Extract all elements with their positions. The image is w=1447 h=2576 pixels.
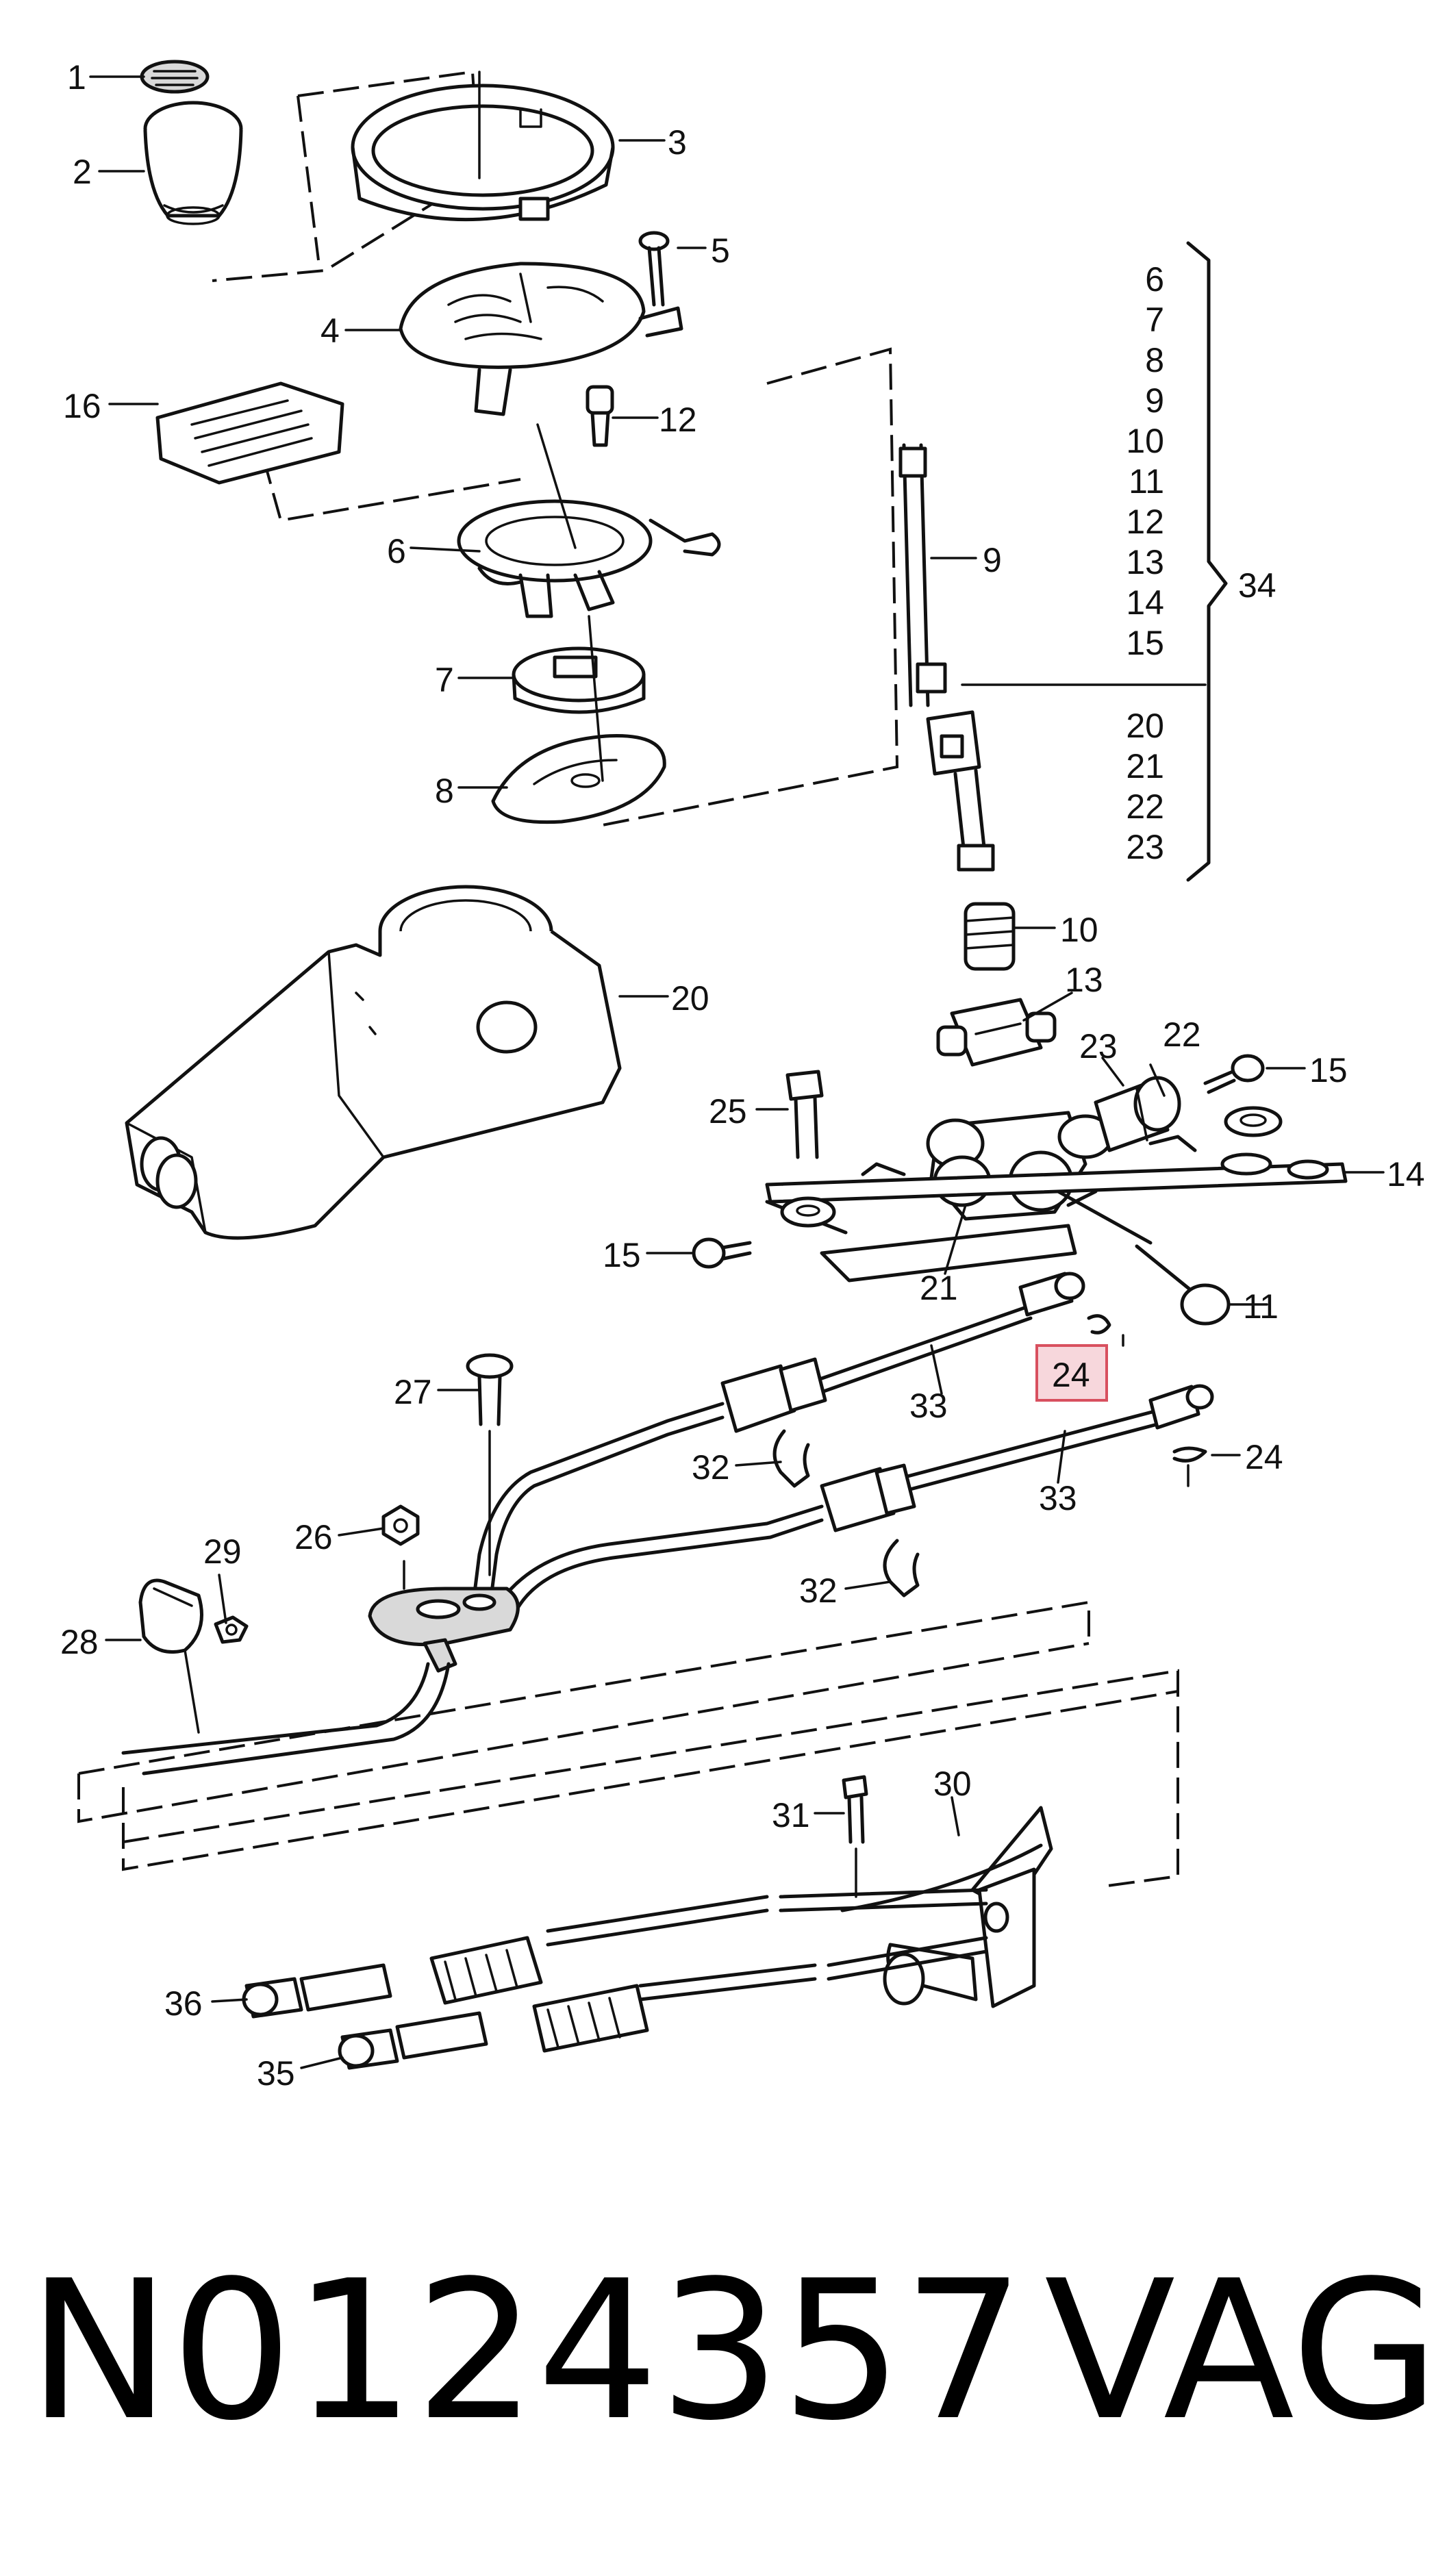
guide-block-part bbox=[512, 646, 646, 714]
screw-15b-part bbox=[692, 1237, 752, 1269]
knob-cap-part bbox=[140, 60, 210, 94]
lower-cable-35 bbox=[338, 1936, 988, 2070]
leader-lines bbox=[89, 75, 1385, 2069]
callout-33: 33 bbox=[909, 1387, 948, 1425]
callout-20: 20 bbox=[671, 979, 709, 1018]
group-item: 13 bbox=[1126, 543, 1164, 581]
callout-13: 13 bbox=[1065, 961, 1103, 999]
callout-31: 31 bbox=[772, 1796, 810, 1834]
group-item: 11 bbox=[1129, 462, 1164, 501]
selector-housing-part bbox=[926, 1076, 1181, 1221]
shift-rod-part bbox=[898, 443, 995, 872]
screw-29-part bbox=[214, 1615, 249, 1644]
callout-4: 4 bbox=[320, 312, 340, 350]
grid-plate-part bbox=[155, 381, 344, 485]
shift-cable-lower bbox=[498, 1384, 1214, 1611]
callout-28: 28 bbox=[60, 1623, 99, 1661]
screw-15-part bbox=[1203, 1054, 1265, 1094]
callout-6: 6 bbox=[387, 532, 406, 570]
callout-3: 3 bbox=[668, 123, 687, 162]
callout-26: 26 bbox=[294, 1518, 333, 1556]
selector-rod-part bbox=[1056, 1189, 1231, 1326]
dashed-section-lower bbox=[77, 1600, 1179, 1888]
group-list: 6 7 8 9 10 11 12 13 14 15 20 21 22 23 bbox=[1126, 260, 1164, 866]
highlight-box bbox=[1035, 1344, 1108, 1402]
group-item: 7 bbox=[1145, 301, 1164, 339]
callout-32: 32 bbox=[692, 1448, 730, 1487]
callout-9: 9 bbox=[983, 541, 1002, 579]
gear-knob-part bbox=[143, 101, 243, 225]
callout-34: 34 bbox=[1238, 566, 1276, 605]
nut-26-part bbox=[381, 1504, 420, 1546]
callout-15: 15 bbox=[1309, 1051, 1348, 1089]
group-bracket bbox=[1186, 241, 1228, 882]
callout-21: 21 bbox=[920, 1269, 958, 1307]
callout-12: 12 bbox=[659, 401, 697, 439]
group-item: 6 bbox=[1145, 260, 1164, 299]
bolt-31-part bbox=[842, 1775, 868, 1898]
callout-35: 35 bbox=[257, 2054, 295, 2093]
group-item: 20 bbox=[1126, 707, 1164, 745]
cable-runs bbox=[121, 1649, 451, 1776]
base-plate-part bbox=[491, 734, 666, 824]
callout-14: 14 bbox=[1387, 1155, 1425, 1194]
callout-11: 11 bbox=[1243, 1287, 1279, 1326]
clamp-28-part bbox=[138, 1578, 203, 1654]
part-number: N0124357 bbox=[27, 2240, 1024, 2463]
centerline-top bbox=[478, 71, 604, 782]
dashed-bracket-right bbox=[602, 347, 899, 826]
screw-part bbox=[638, 231, 683, 338]
callout-15b: 15 bbox=[603, 1236, 641, 1274]
dashed-bracket-top bbox=[212, 70, 521, 522]
callout-36: 36 bbox=[164, 1984, 203, 2023]
brand-name: VAG bbox=[1044, 2240, 1439, 2463]
group-item: 8 bbox=[1145, 341, 1164, 379]
callout-32b: 32 bbox=[799, 1571, 838, 1610]
group-item: 21 bbox=[1126, 747, 1164, 785]
callout-16: 16 bbox=[63, 387, 101, 425]
base-rail-part bbox=[765, 1135, 1348, 1283]
group-item: 12 bbox=[1126, 503, 1164, 541]
callout-22: 22 bbox=[1163, 1015, 1201, 1054]
bolt-27-part bbox=[466, 1353, 514, 1576]
cover-plate-part bbox=[399, 262, 646, 416]
callout-5: 5 bbox=[711, 231, 730, 270]
spring-part bbox=[964, 902, 1016, 971]
callout-24b: 24 bbox=[1245, 1438, 1283, 1476]
group-item: 23 bbox=[1126, 828, 1164, 866]
shift-cable-upper bbox=[470, 1272, 1085, 1611]
callout-29: 29 bbox=[203, 1532, 242, 1571]
callout-33b: 33 bbox=[1039, 1479, 1077, 1517]
callout-8: 8 bbox=[435, 772, 454, 810]
callout-7: 7 bbox=[435, 661, 454, 699]
washer-part bbox=[1224, 1106, 1283, 1137]
clip-24-part bbox=[1087, 1314, 1207, 1487]
rod-clamp-part bbox=[936, 998, 1057, 1067]
callout-27: 27 bbox=[394, 1373, 432, 1411]
boot-ring-part bbox=[351, 84, 615, 222]
group-item: 22 bbox=[1126, 787, 1164, 826]
callout-25: 25 bbox=[709, 1092, 747, 1131]
callout-2: 2 bbox=[73, 153, 92, 191]
callout-labels: 1 2 3 5 4 16 12 6 7 8 9 10 13 20 23 22 1… bbox=[60, 58, 1425, 2093]
group-item: 10 bbox=[1126, 422, 1164, 460]
shift-bracket-part bbox=[457, 499, 721, 618]
callout-23: 23 bbox=[1079, 1027, 1118, 1065]
clip-32-part bbox=[772, 1429, 920, 1598]
callout-24: 24 bbox=[1052, 1356, 1090, 1394]
bolt-part bbox=[780, 1070, 836, 1228]
group-item: 15 bbox=[1126, 624, 1164, 662]
callout-10: 10 bbox=[1060, 911, 1098, 949]
cable-grommet-part bbox=[368, 1560, 520, 1673]
group-item: 14 bbox=[1126, 583, 1164, 622]
callout-1: 1 bbox=[67, 58, 86, 97]
center-console-part bbox=[125, 885, 622, 1240]
lower-cable-36 bbox=[242, 1888, 988, 2019]
callout-30: 30 bbox=[933, 1765, 972, 1803]
group-item: 9 bbox=[1145, 381, 1164, 420]
screw-12-part bbox=[586, 385, 614, 447]
